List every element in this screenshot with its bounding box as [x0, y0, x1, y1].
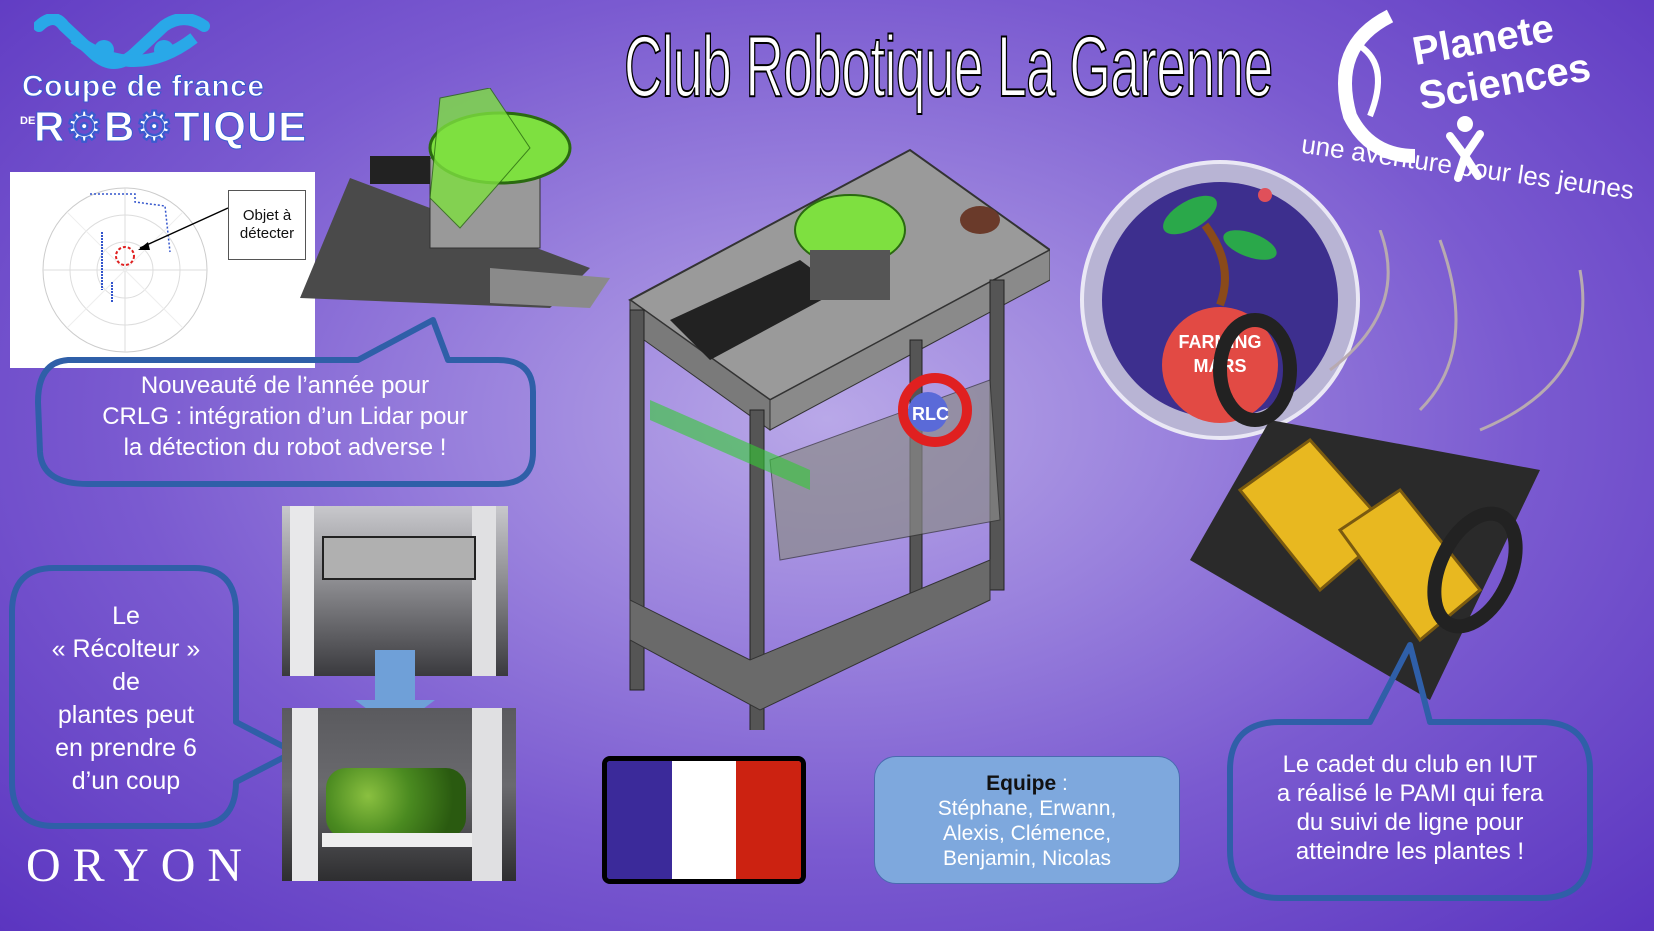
- recolteur-bubble-text: Le « Récolteur » de plantes peut en pren…: [20, 600, 232, 798]
- recolteur-bubble-line: d’un coup: [71, 767, 181, 795]
- lidar-bubble-line: CRLG : intégration d’un Lidar pour: [102, 403, 468, 430]
- pami-bubble-line: atteindre les plantes !: [1295, 838, 1525, 865]
- pami-bubble-line: du suivi de ligne pour: [1296, 809, 1524, 836]
- recolteur-bubble-line: Le: [112, 602, 140, 630]
- pami-bubble-text: Le cadet du club en IUT a réalisé le PAM…: [1250, 750, 1570, 866]
- lidar-bubble-line: la détection du robot adverse !: [123, 434, 447, 461]
- team-label-sep: :: [1056, 772, 1068, 795]
- team-box: Equipe : Stéphane, Erwann, Alexis, Cléme…: [874, 756, 1180, 884]
- planete-sciences-logo: Planete Sciences une aventure pour les j…: [1300, 6, 1650, 216]
- lidar-bubble: [35, 317, 536, 487]
- recolteur-photo-plants: [282, 708, 516, 881]
- recolteur-bubble-line: plantes peut: [57, 701, 195, 729]
- team-label: Equipe: [986, 772, 1057, 795]
- recolteur-photo-empty: [282, 506, 508, 676]
- flag-red-stripe: [736, 761, 801, 879]
- pami-bubble-line: a réalisé le PAMI qui fera: [1276, 780, 1544, 807]
- lidar-callout-label: Objet à détecter: [228, 190, 306, 260]
- recolteur-bubble-line: de: [112, 668, 140, 696]
- globe-icon: [1338, 9, 1484, 182]
- flag-blue-stripe: [607, 761, 672, 879]
- recolteur-bubble: [9, 565, 297, 829]
- french-flag: [602, 756, 806, 884]
- cdf-line1: Coupe de france: [22, 70, 265, 104]
- lidar-device-drawing: [300, 88, 610, 308]
- team-members-line: Alexis, Clémence,: [942, 822, 1112, 845]
- team-heading: Equipe :: [875, 771, 1179, 796]
- flag-white-stripe: [671, 761, 737, 879]
- lidar-bubble-text: Nouveauté de l’année pour CRLG : intégra…: [60, 370, 510, 463]
- lidar-polar-plot: Objet à détecter: [10, 172, 315, 368]
- pami-robot-photo: [1190, 230, 1585, 700]
- recolteur-bubble-line: en prendre 6: [55, 734, 197, 762]
- robot-cad-drawing: RLC: [628, 148, 1050, 730]
- cdf-de: DE: [20, 115, 36, 127]
- page-title: Club Robotique La Garenne: [623, 18, 1273, 116]
- coupe-de-france-logo: Coupe de france DE R⚙B⚙TIQUE: [18, 14, 338, 151]
- recolteur-bubble-line: « Récolteur »: [51, 635, 201, 663]
- oryon-logo: ORYON: [26, 839, 255, 892]
- cdf-line2: R⚙B⚙TIQUE: [33, 103, 308, 151]
- team-members-line: Stéphane, Erwann,: [937, 797, 1117, 820]
- pami-bubble-line: Le cadet du club en IUT: [1282, 751, 1538, 778]
- lidar-scan-graphic: [42, 187, 229, 353]
- robot-face-icon: [34, 14, 210, 69]
- pami-bubble: [1227, 642, 1593, 901]
- team-members-line: Benjamin, Nicolas: [942, 847, 1112, 870]
- lidar-bubble-line: Nouveauté de l’année pour: [140, 372, 430, 399]
- rlc-logo-text: RLC: [912, 404, 949, 424]
